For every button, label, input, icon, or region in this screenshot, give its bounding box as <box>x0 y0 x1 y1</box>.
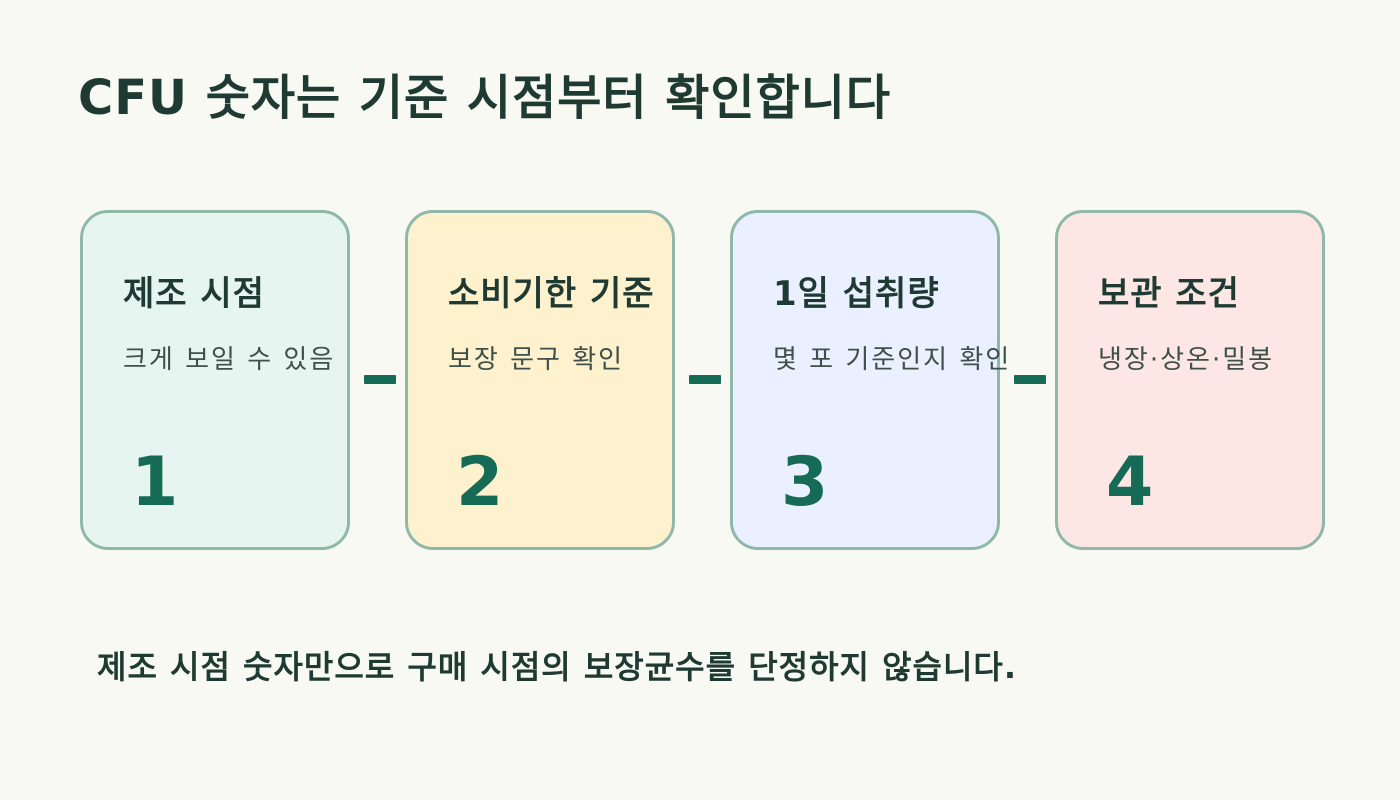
connector-line <box>689 375 721 384</box>
step-card-manufacture: 제조 시점 크게 보일 수 있음 1 <box>80 210 350 550</box>
step-title: 제조 시점 <box>123 274 265 314</box>
connector-line <box>1014 375 1046 384</box>
step-number: 4 <box>1106 443 1154 522</box>
footer-note: 제조 시점 숫자만으로 구매 시점의 보장균수를 단정하지 않습니다. <box>97 648 1018 686</box>
step-number: 1 <box>131 443 179 522</box>
step-card-daily-intake: 1일 섭취량 몇 포 기준인지 확인 3 <box>730 210 1009 550</box>
step-description: 보장 문구 확인 <box>448 345 625 375</box>
step-title: 보관 조건 <box>1098 274 1240 314</box>
step-card-expiry: 소비기한 기준 보장 문구 확인 2 <box>405 210 675 550</box>
step-number: 2 <box>456 443 504 522</box>
step-description: 냉장·상온·밀봉 <box>1098 345 1275 375</box>
step-title: 소비기한 기준 <box>448 274 655 314</box>
connector-line <box>364 375 396 384</box>
step-card-storage: 보관 조건 냉장·상온·밀봉 4 <box>1055 210 1325 550</box>
page-title: CFU 숫자는 기준 시점부터 확인합니다 <box>78 70 892 126</box>
step-description: 몇 포 기준인지 확인 <box>773 345 1012 375</box>
step-description: 크게 보일 수 있음 <box>123 345 336 375</box>
step-number: 3 <box>781 443 829 522</box>
step-title: 1일 섭취량 <box>773 274 940 314</box>
